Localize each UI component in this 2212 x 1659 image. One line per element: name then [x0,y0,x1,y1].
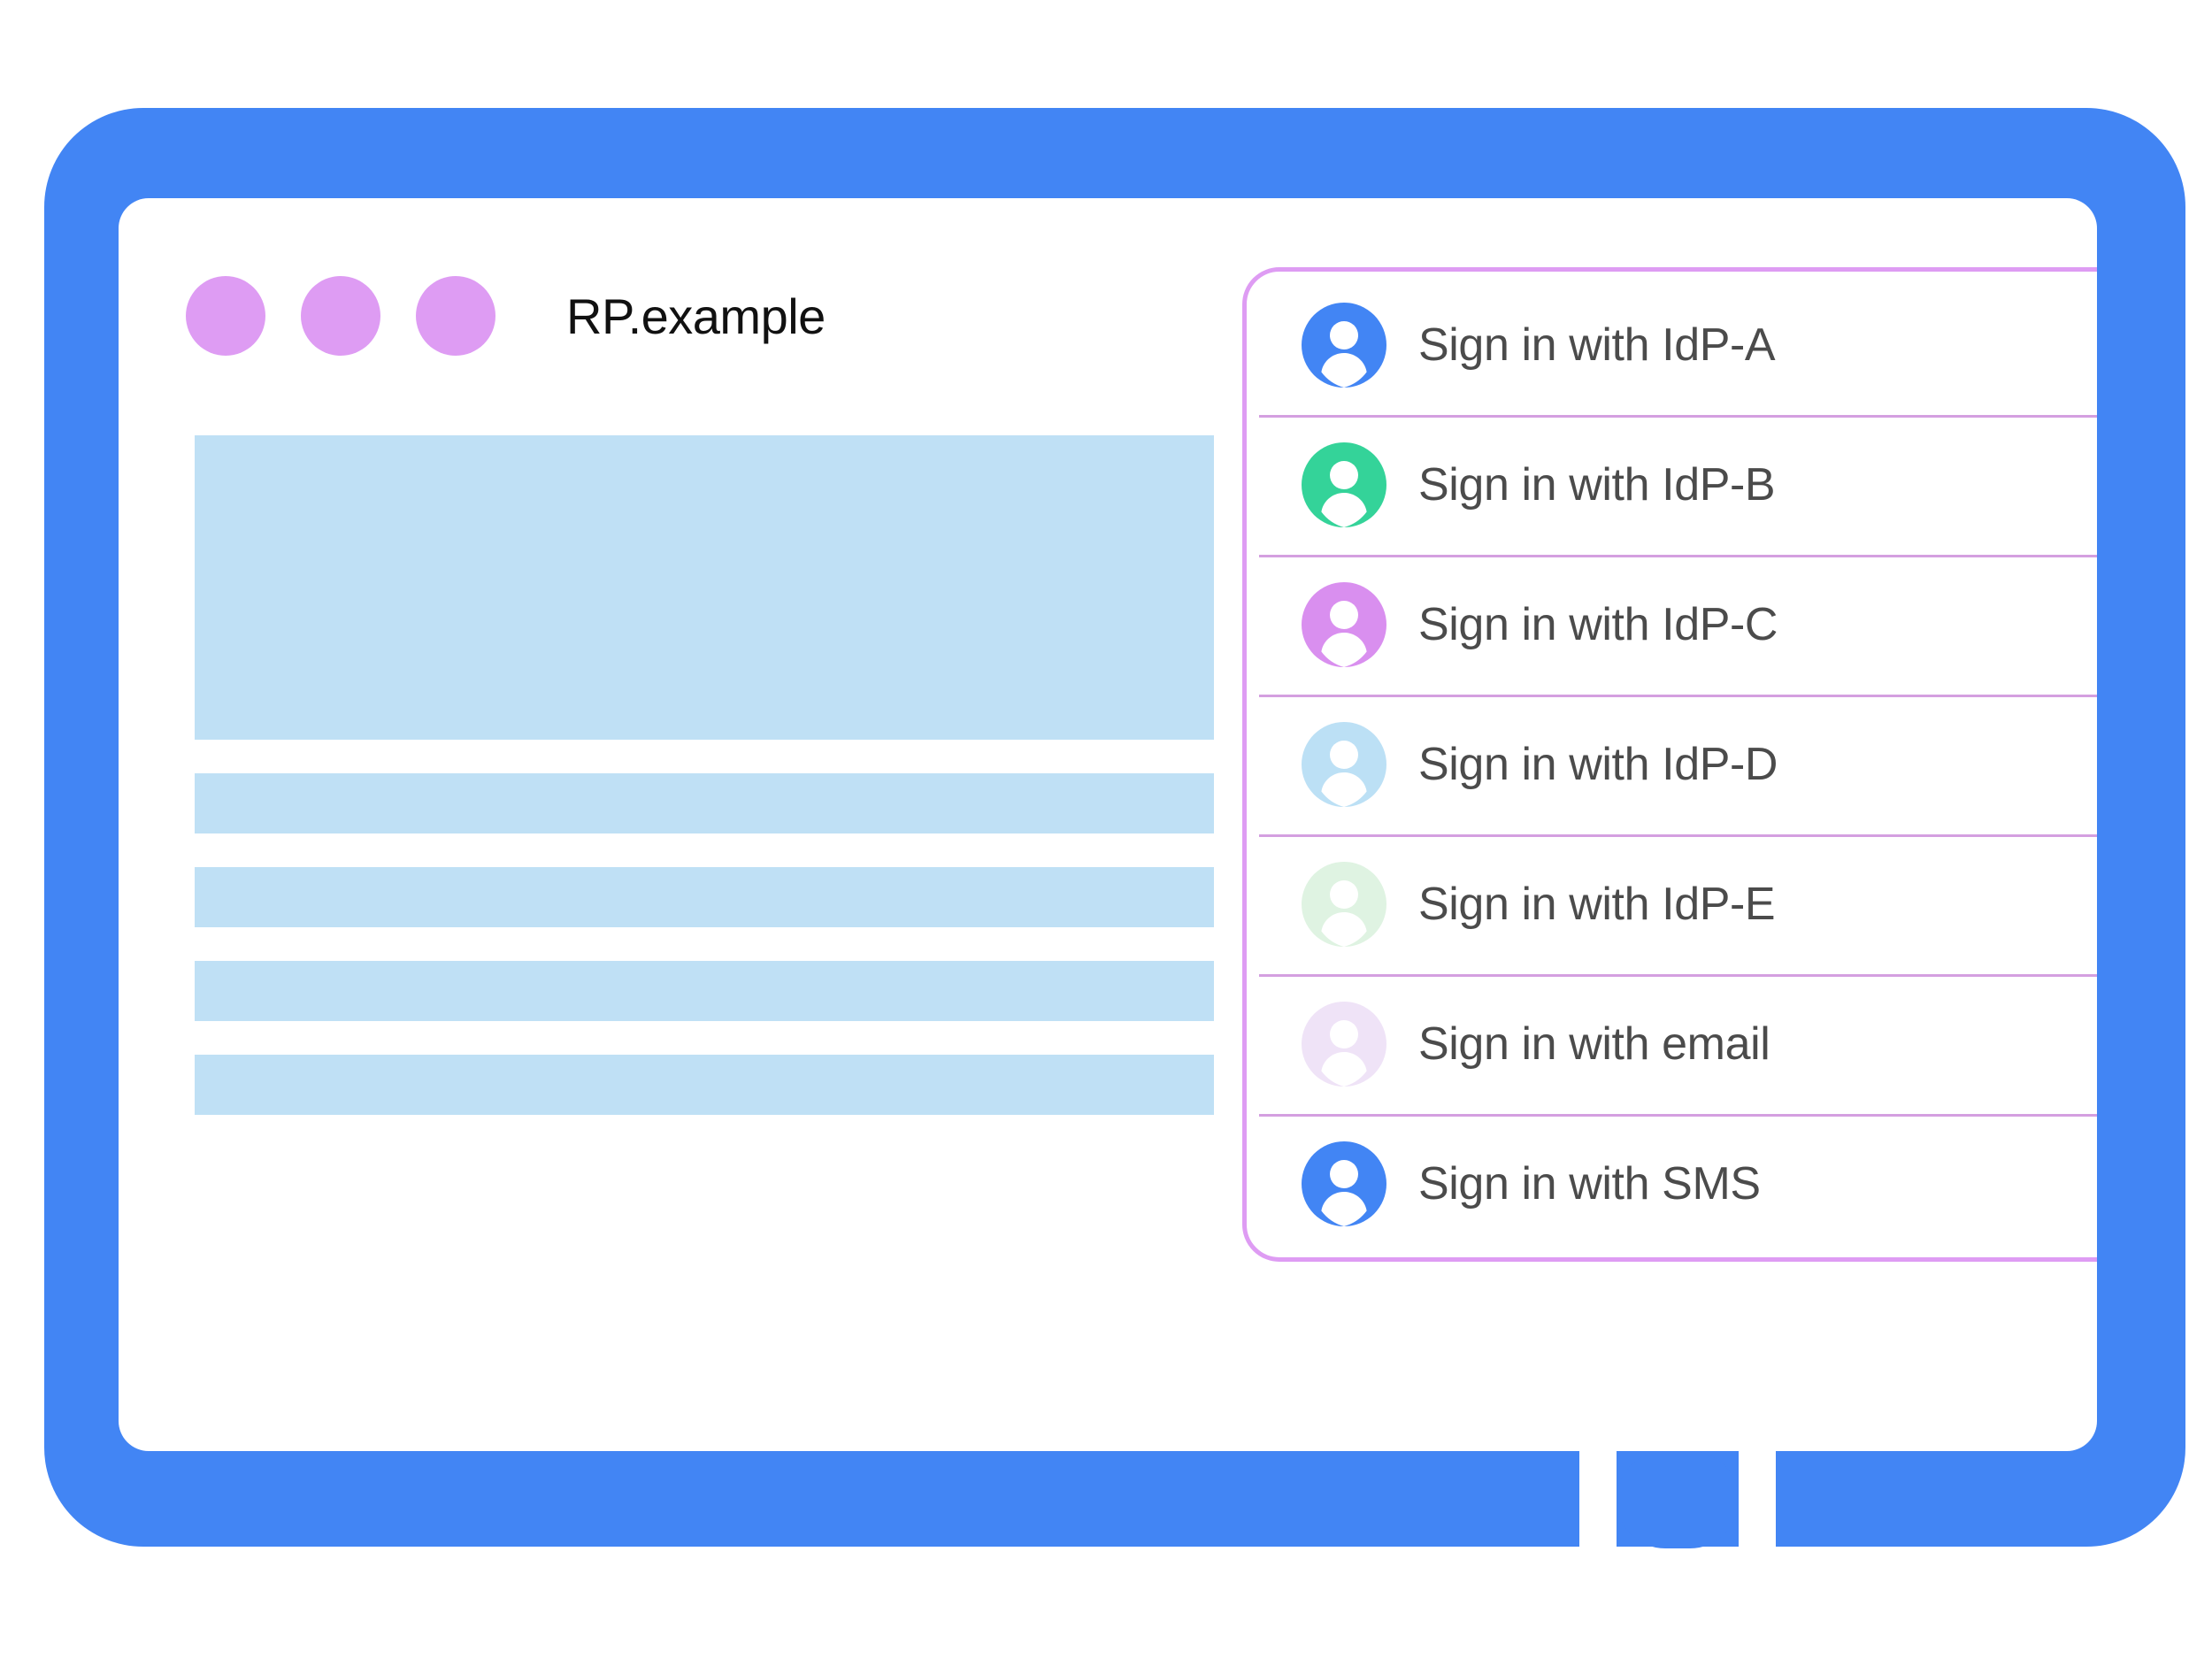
signin-option-row[interactable]: Sign in with IdP-B [1247,415,2097,555]
account-avatar-icon [1302,303,1386,388]
window-dot-1[interactable] [186,276,265,356]
text-placeholder-bar-3 [195,961,1214,1021]
text-placeholder-bar-1 [195,773,1214,833]
signin-option-row[interactable]: Sign in with email [1247,974,2097,1114]
account-avatar-icon [1302,582,1386,667]
account-avatar-icon [1302,442,1386,527]
signin-option-label: Sign in with IdP-B [1418,459,1776,511]
page-title: RP.example [566,288,826,344]
home-button[interactable] [1617,1451,1739,1548]
signin-option-row[interactable]: Sign in with IdP-A [1247,275,2097,415]
signin-option-label: Sign in with IdP-E [1418,879,1776,930]
signin-option-row[interactable]: Sign in with IdP-C [1247,555,2097,695]
account-avatar-icon [1302,1141,1386,1226]
account-avatar-icon [1302,862,1386,947]
account-avatar-icon [1302,1002,1386,1087]
window-dot-3[interactable] [416,276,495,356]
text-placeholder-bar-4 [195,1055,1214,1115]
bezel-gap-right [1739,1451,1776,1557]
signin-option-row[interactable]: Sign in with IdP-D [1247,695,2097,834]
signin-option-label: Sign in with IdP-D [1418,739,1778,790]
signin-option-row[interactable]: Sign in with SMS [1247,1114,2097,1254]
signin-option-label: Sign in with SMS [1418,1158,1761,1210]
signin-option-label: Sign in with email [1418,1018,1770,1070]
account-avatar-icon [1302,722,1386,807]
window-dot-2[interactable] [301,276,380,356]
window-titlebar: RP.example [186,267,826,365]
signin-option-row[interactable]: Sign in with IdP-E [1247,834,2097,974]
signin-option-label: Sign in with IdP-A [1418,319,1776,371]
signin-option-label: Sign in with IdP-C [1418,599,1778,650]
bezel-gap-left [1579,1451,1617,1557]
signin-options-panel: Sign in with IdP-A Sign in with IdP-B Sign… [1242,267,2097,1262]
hero-placeholder-block [195,435,1214,740]
page-content-placeholder [195,435,1214,1148]
text-placeholder-bar-2 [195,867,1214,927]
